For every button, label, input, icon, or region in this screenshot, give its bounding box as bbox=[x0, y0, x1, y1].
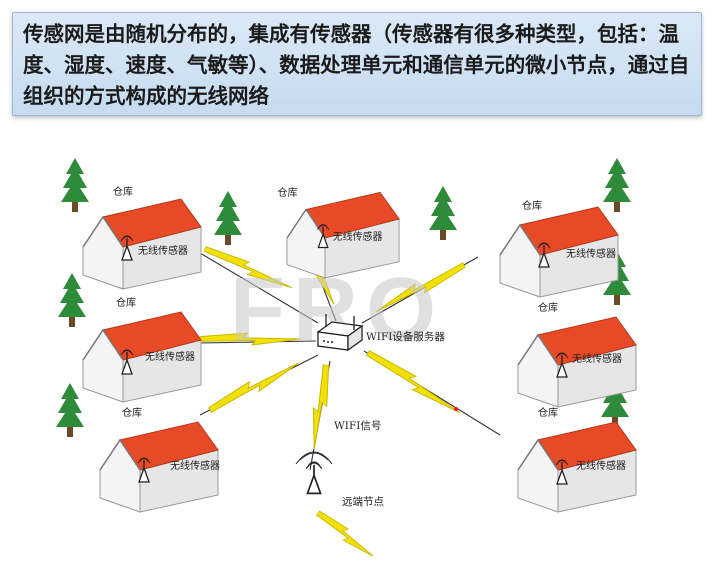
tree-icon bbox=[61, 158, 89, 212]
warehouse-mid-right: 仓库 无线传感器 bbox=[517, 301, 637, 408]
wifi-server bbox=[316, 314, 364, 352]
tree-icon bbox=[603, 158, 631, 212]
sensor-network-diagram: FRO 仓库 无线传感器 仓库 无线传感器 仓库 无线传感器 仓库 无线传感器 bbox=[56, 158, 637, 562]
sensor-label: 无线传感器 bbox=[572, 352, 622, 365]
link-bolt-6 bbox=[307, 363, 333, 451]
warehouse-top-right: 仓库 无线传感器 bbox=[499, 199, 619, 298]
tree-icon bbox=[429, 186, 457, 240]
sensor-label: 无线传感器 bbox=[576, 459, 626, 472]
remote-node bbox=[295, 451, 333, 495]
sensor-label: 无线传感器 bbox=[138, 244, 188, 257]
remote-antenna-icon bbox=[305, 461, 323, 495]
warehouse-label: 仓库 bbox=[278, 186, 298, 199]
remote-node-label: 远端节点 bbox=[342, 495, 384, 508]
link-bolt-8 bbox=[313, 507, 378, 562]
sensor-label: 无线传感器 bbox=[566, 247, 616, 260]
tree-icon bbox=[214, 191, 242, 245]
warehouse-label: 仓库 bbox=[116, 296, 136, 309]
link-bolt-5 bbox=[206, 356, 302, 417]
red-dot bbox=[454, 407, 458, 411]
banner-text: 传感网是由随机分布的，集成有传感器（传感器有很多种类型，包括：温度、湿度、速度、… bbox=[23, 22, 690, 108]
sensor-label: 无线传感器 bbox=[170, 459, 220, 472]
warehouse-bottom-right: 仓库 无线传感器 bbox=[517, 406, 637, 513]
warehouse-label: 仓库 bbox=[522, 199, 542, 212]
warehouse-top-center: 仓库 无线传感器 bbox=[278, 186, 400, 279]
warehouse-mid-left: 仓库 无线传感器 bbox=[82, 296, 202, 403]
tree-icon bbox=[58, 273, 86, 327]
warehouse-label: 仓库 bbox=[113, 185, 133, 198]
warehouse-label: 仓库 bbox=[538, 406, 558, 419]
sensor-label: 无线传感器 bbox=[333, 230, 383, 243]
signal-label: WIFI信号 bbox=[334, 420, 381, 432]
warehouse-bottom-left: 仓库 无线传感器 bbox=[99, 406, 220, 513]
warehouse-label: 仓库 bbox=[538, 301, 558, 314]
title-banner: 传感网是由随机分布的，集成有传感器（传感器有很多种类型，包括：温度、湿度、速度、… bbox=[12, 12, 702, 116]
tree-icon bbox=[56, 383, 84, 437]
server-label: WIFI设备服务器 bbox=[366, 330, 445, 343]
warehouse-top-left: 仓库 无线传感器 bbox=[82, 185, 202, 290]
warehouse-label: 仓库 bbox=[122, 406, 142, 419]
wireless-links bbox=[199, 232, 468, 451]
sensor-label: 无线传感器 bbox=[145, 350, 195, 363]
